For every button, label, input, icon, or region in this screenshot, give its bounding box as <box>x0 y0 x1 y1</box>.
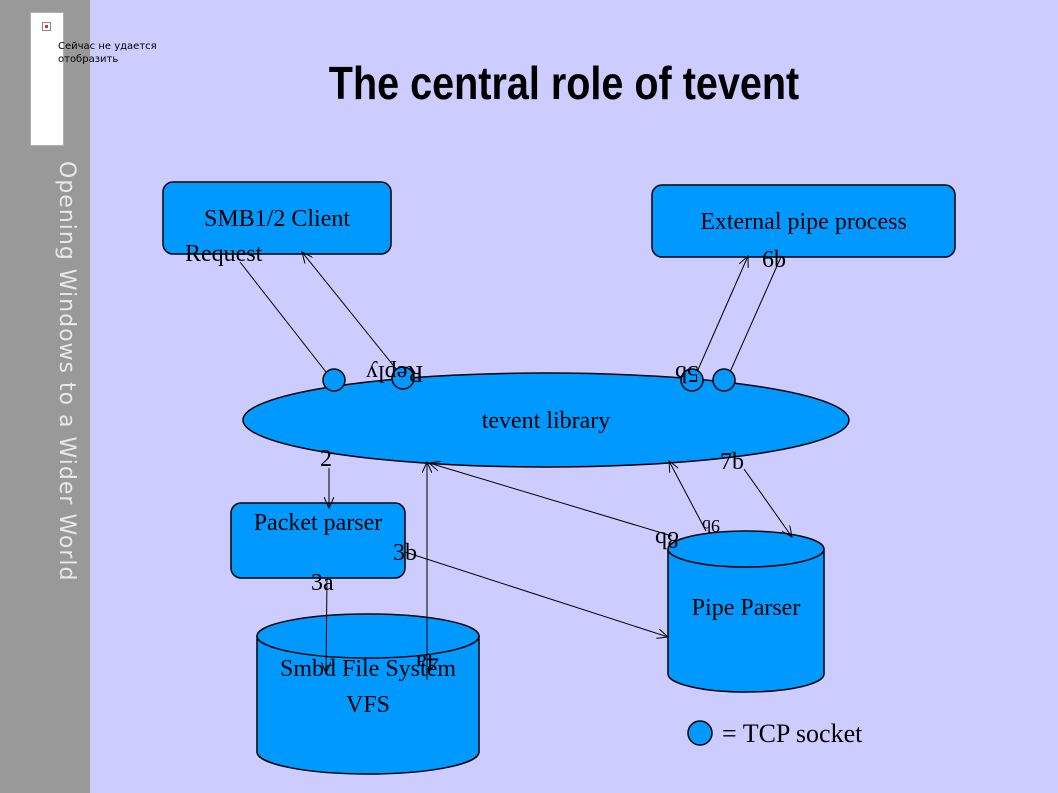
tcp-socket-request <box>322 368 346 392</box>
edge-request <box>239 261 327 373</box>
tevent-label: tevent library <box>481 408 611 434</box>
packet-parser-box <box>230 502 406 579</box>
legend-text: = TCP socket <box>722 719 863 748</box>
pipe-parser-label: Pipe Parser <box>691 595 801 621</box>
packet-parser-label: Packet parser <box>253 510 383 536</box>
label-4a: 4a <box>416 649 439 675</box>
tcp-socket-reply <box>391 366 415 390</box>
tevent-ellipse <box>242 372 850 468</box>
label-5b: 5b <box>675 360 699 386</box>
label-3b: 3b <box>393 540 417 566</box>
label-reply: Reply <box>366 360 424 386</box>
tcp-socket-5b <box>680 368 704 392</box>
broken-image-icon <box>42 22 51 31</box>
external-pipe-box <box>651 184 956 258</box>
label-9b: 9b <box>702 516 720 536</box>
edge-3b <box>404 551 668 637</box>
sidebar: Opening Windows to a Wider World <box>0 0 90 793</box>
broken-image-text: Сейчас не удается отобразить <box>58 41 157 65</box>
client-label: SMB1/2 Client <box>203 206 351 232</box>
external-pipe-label: External pipe process <box>700 209 907 235</box>
tcp-socket-6b <box>712 368 736 392</box>
label-7b: 7b <box>720 449 744 475</box>
label-request: Request <box>185 241 263 267</box>
edge-9b <box>669 461 707 532</box>
label-6b: 6b <box>762 247 786 273</box>
label-3a: 3a <box>311 570 334 596</box>
edge-3a <box>326 577 327 673</box>
label-2: 2 <box>320 446 332 472</box>
vfs-label: Smbd File System VFS <box>279 656 457 718</box>
sidebar-slogan: Opening Windows to a Wider World <box>54 161 79 582</box>
edge-8b <box>429 463 673 537</box>
broken-image-placeholder <box>30 12 64 146</box>
pipe-parser-cylinder <box>667 530 825 693</box>
edge-7b <box>743 468 792 537</box>
label-8b: 8b <box>655 526 679 552</box>
tcp-socket-legend <box>687 720 713 746</box>
client-box <box>162 181 392 255</box>
edge-reply <box>302 252 398 371</box>
slide-title: The central role of tevent <box>328 57 800 109</box>
edge-5b <box>696 256 748 373</box>
edge-6b <box>729 256 782 373</box>
vfs-cylinder <box>256 613 480 775</box>
